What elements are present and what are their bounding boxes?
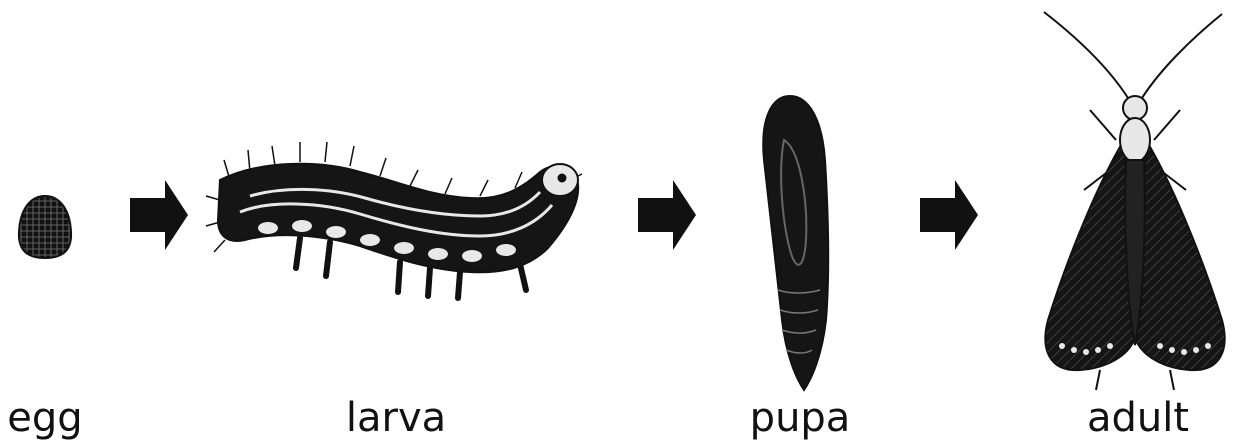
egg-illustration bbox=[19, 196, 71, 258]
stage-label-egg: egg bbox=[7, 398, 82, 438]
stage-label-larva: larva bbox=[346, 398, 446, 438]
moth-illustration bbox=[1044, 12, 1225, 390]
arrow-right-icon bbox=[920, 180, 978, 250]
arrow-right-icon bbox=[130, 180, 188, 250]
stage-label-pupa: pupa bbox=[750, 398, 851, 438]
pupa-illustration bbox=[763, 96, 828, 390]
arrow-right-icon bbox=[638, 180, 696, 250]
caterpillar-illustration bbox=[206, 142, 582, 298]
stage-label-adult: adult bbox=[1087, 398, 1189, 438]
